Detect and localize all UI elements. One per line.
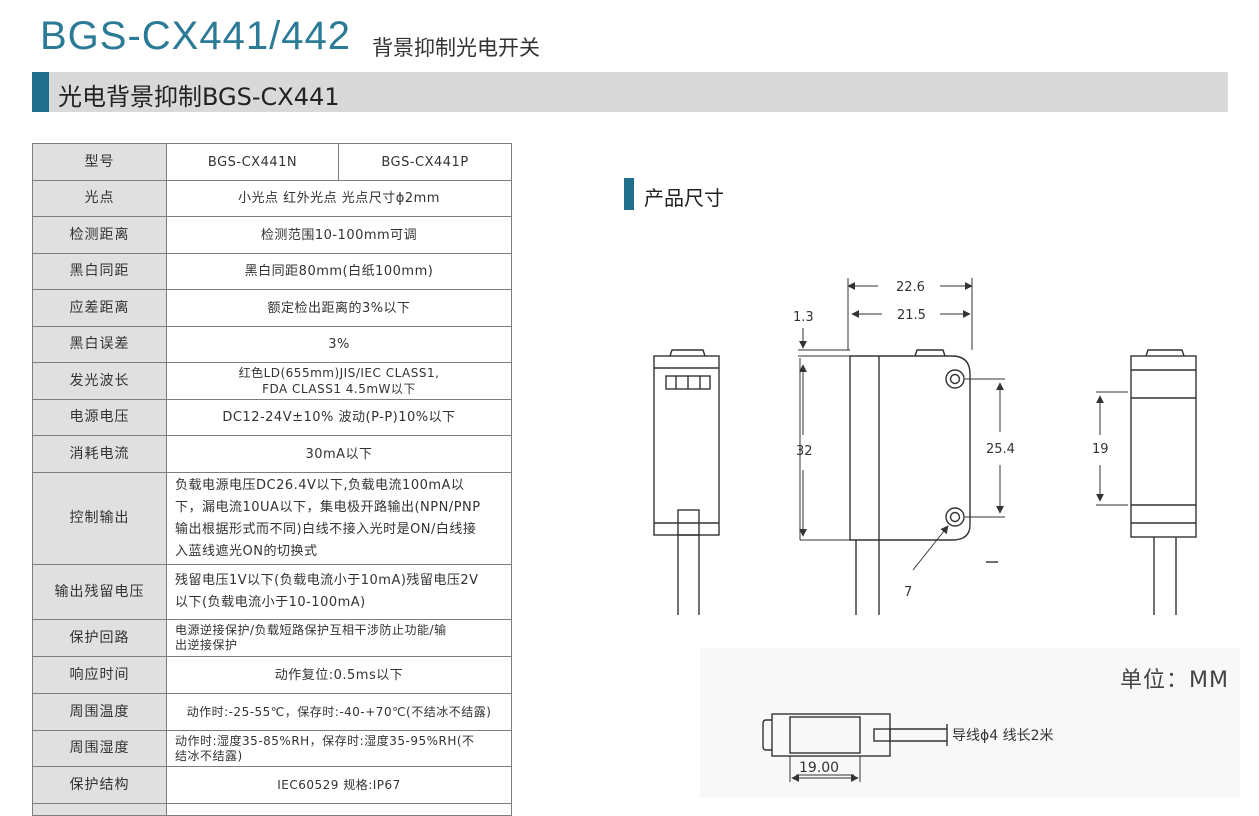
- table-row: 周围湿度 动作时:湿度35-85%RH，保存时:湿度35-95%RH(不结冰不结…: [32, 730, 512, 767]
- table-row: 黑白误差 3%: [32, 326, 512, 363]
- value-line: 出逆接保护: [175, 638, 238, 652]
- dim-height: 32: [796, 444, 813, 459]
- table-row: 消耗电流 30mA以下: [32, 435, 512, 473]
- row-value: 红色LD(655mm)JIS/IEC CLASS1, FDA CLASS1 4.5…: [166, 362, 512, 400]
- cable-drawing: 19.00 导线ϕ4 线长2米: [700, 648, 1240, 798]
- dimension-drawing: 22.6 21.5 1.3 32 25.4 19 7 19.00 导线ϕ4 线长…: [653, 278, 1240, 798]
- row-value: 黑白同距80mm(白纸100mm): [166, 253, 512, 290]
- dim-hole-mark: 7: [904, 585, 912, 600]
- section-accent-block: [32, 72, 49, 112]
- value-line: 下，漏电流10UA以下，集电极开路输出(NPN/PNP: [175, 499, 481, 515]
- dim-width-outer: 22.6: [896, 280, 925, 295]
- row-value: IEC60529 规格:IP67: [166, 766, 512, 804]
- row-label: 周围温度: [32, 693, 167, 731]
- row-label: 电源电压: [32, 399, 167, 436]
- row-value: 检测范围10-100mm可调: [166, 216, 512, 254]
- row-value: 额定检出距离的3%以下: [166, 289, 512, 327]
- table-row: 光点 小光点 红外光点 光点尺寸ϕ2mm: [32, 180, 512, 217]
- row-value: 小光点 红外光点 光点尺寸ϕ2mm: [166, 180, 512, 217]
- row-label: 周围湿度: [32, 730, 167, 767]
- side-view-left: [653, 349, 720, 615]
- table-row: 保护回路 电源逆接保护/负载短路保护互相干涉防止功能/输出逆接保护: [32, 619, 512, 657]
- table-row: 发光波长 红色LD(655mm)JIS/IEC CLASS1, FDA CLASS…: [32, 362, 512, 400]
- row-label: 黑白同距: [32, 253, 167, 290]
- row-label: 应差距离: [32, 289, 167, 327]
- row-value: 动作时:湿度35-85%RH，保存时:湿度35-95%RH(不结冰不结露): [166, 730, 512, 767]
- dimensions-accent-block: [624, 178, 634, 210]
- model-cell-npn: BGS-CX441N: [166, 143, 339, 181]
- table-row: 控制输出 负载电源电压DC26.4V以下,负载电流100mA以下，漏电流10UA…: [32, 472, 512, 565]
- row-label: 光点: [32, 180, 167, 217]
- row-label: 响应时间: [32, 656, 167, 694]
- value-line: 输出根据形式而不同)白线不接入光时是ON/白线接: [175, 521, 477, 537]
- table-row: 周围温度 动作时:-25-55℃，保存时:-40-+70℃(不结冰不结露): [32, 693, 512, 731]
- value-line: 结冰不结露): [175, 748, 243, 763]
- table-row: 输出残留电压 残留电压1V以下(负载电流小于10mA)残留电压2V 以下(负载电流…: [32, 564, 512, 620]
- table-row: 检测距离 检测范围10-100mm可调: [32, 216, 512, 254]
- product-model-title: BGS-CX441/442: [40, 14, 351, 58]
- cable-note: 导线ϕ4 线长2米: [952, 728, 1054, 744]
- value-line: 残留电压1V以下(负载电流小于10mA)残留电压2V: [175, 573, 479, 588]
- front-view: [849, 349, 998, 615]
- value-line: 以下(负载电流小于10-100mA): [175, 595, 366, 610]
- row-label: 控制输出: [32, 472, 167, 565]
- row-value: 30mA以下: [166, 435, 512, 473]
- row-value: 负载电源电压DC26.4V以下,负载电流100mA以下，漏电流10UA以下，集电…: [166, 472, 512, 565]
- value-line: 电源逆接保护/负载短路保护互相干涉防止功能/输: [175, 623, 447, 637]
- spec-table: 型号 BGS-CX441N BGS-CX441P 光点 小光点 红外光点 光点尺…: [32, 143, 512, 816]
- table-row: 黑白同距 黑白同距80mm(白纸100mm): [32, 253, 512, 290]
- value-line: 红色LD(655mm)JIS/IEC CLASS1,: [238, 366, 440, 380]
- dim-hole-spacing: 25.4: [986, 442, 1015, 457]
- row-label: 黑白误差: [32, 326, 167, 363]
- row-label: 型号: [32, 143, 167, 181]
- row-value: 残留电压1V以下(负载电流小于10mA)残留电压2V 以下(负载电流小于10-10…: [166, 564, 512, 620]
- row-label: 检测距离: [32, 216, 167, 254]
- product-subtitle: 背景抑制光电开关: [372, 36, 540, 60]
- section-header-bar: 光电背景抑制BGS-CX441: [32, 72, 1228, 112]
- row-label: 输出残留电压: [32, 564, 167, 620]
- row-label: 消耗电流: [32, 435, 167, 473]
- table-row: 响应时间 动作复位:0.5ms以下: [32, 656, 512, 694]
- table-row: 应差距离 额定检出距离的3%以下: [32, 289, 512, 327]
- row-value: DC12-24V±10% 波动(P-P)10%以下: [166, 399, 512, 436]
- section-title: 光电背景抑制BGS-CX441: [58, 83, 340, 111]
- dimensions-title: 产品尺寸: [644, 186, 724, 210]
- dim-lens-height: 19: [1092, 442, 1109, 457]
- side-view-right: [1130, 349, 1197, 615]
- dim-offset: 1.3: [793, 310, 814, 325]
- value-line: FDA CLASS1 4.5mW以下: [262, 382, 416, 396]
- row-label: 保护回路: [32, 619, 167, 657]
- row-value: 动作复位:0.5ms以下: [166, 656, 512, 694]
- table-row-cut: [32, 803, 512, 816]
- table-row: 保护结构 IEC60529 规格:IP67: [32, 766, 512, 804]
- row-value: 3%: [166, 326, 512, 363]
- row-value: 电源逆接保护/负载短路保护互相干涉防止功能/输出逆接保护: [166, 619, 512, 657]
- model-cell-pnp: BGS-CX441P: [338, 143, 512, 181]
- value-line: 入蓝线遮光ON的切换式: [175, 543, 318, 559]
- value-line: 负载电源电压DC26.4V以下,负载电流100mA以: [175, 477, 465, 493]
- table-row: 电源电压 DC12-24V±10% 波动(P-P)10%以下: [32, 399, 512, 436]
- row-label: 发光波长: [32, 362, 167, 400]
- row-label: [32, 803, 167, 816]
- value-line: 动作时:湿度35-85%RH，保存时:湿度35-95%RH(不: [175, 733, 475, 748]
- table-row-model: 型号 BGS-CX441N BGS-CX441P: [32, 143, 512, 181]
- dim-width-inner: 21.5: [897, 308, 926, 323]
- dim-cable-length: 19.00: [799, 760, 839, 776]
- row-value: 动作时:-25-55℃，保存时:-40-+70℃(不结冰不结露): [166, 693, 512, 731]
- row-value: [166, 803, 512, 816]
- row-label: 保护结构: [32, 766, 167, 804]
- unit-label: 单位：MM: [1120, 668, 1229, 693]
